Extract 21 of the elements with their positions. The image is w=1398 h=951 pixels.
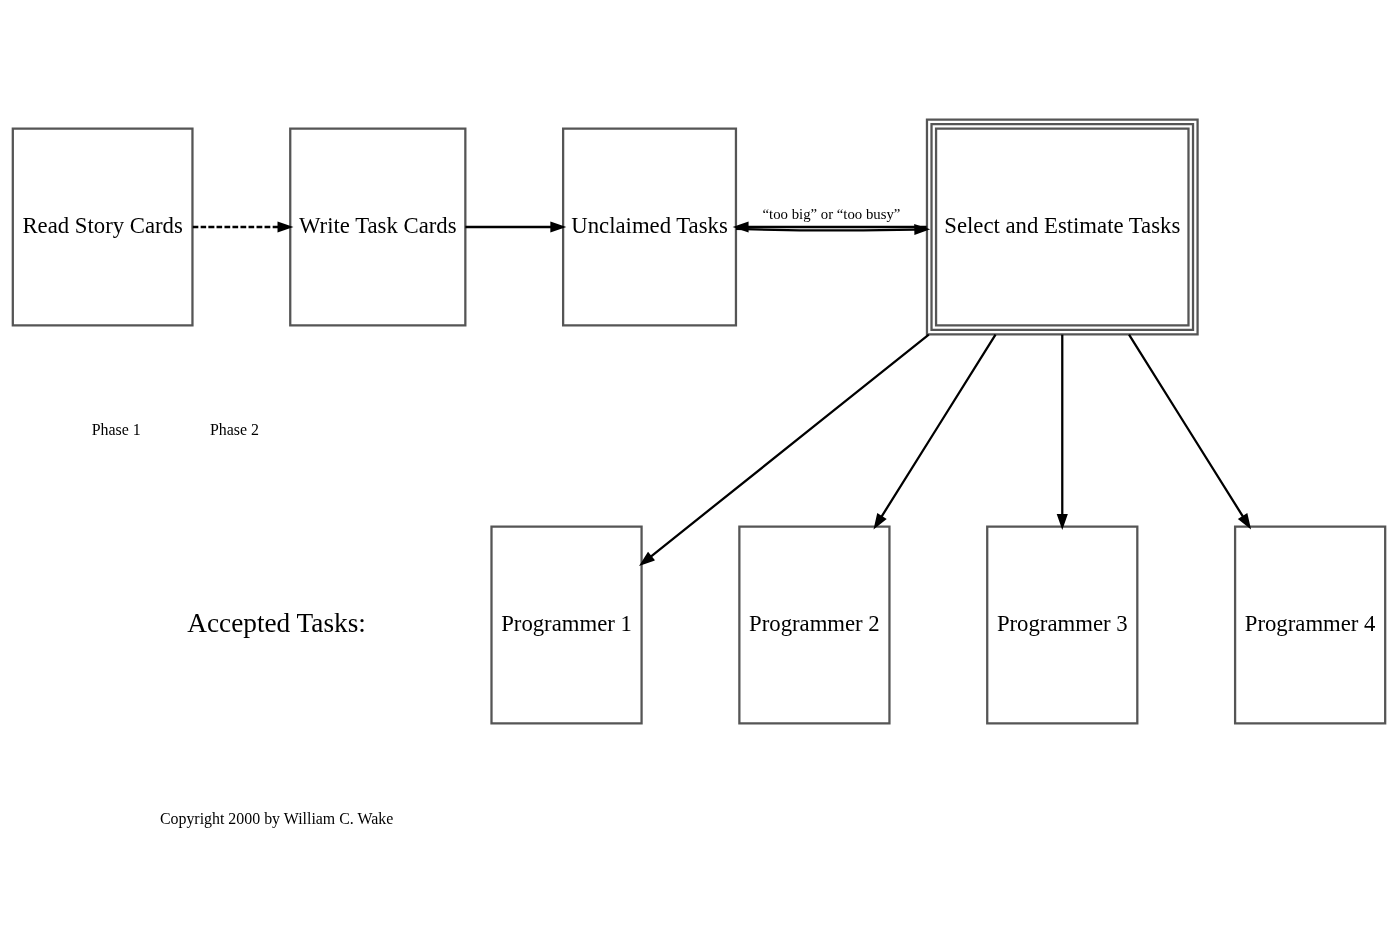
node-box: Read Story Cards	[11, 127, 194, 326]
arrow	[873, 333, 997, 529]
node-box: Programmer 1	[490, 524, 643, 724]
node-box: Programmer 2	[738, 524, 891, 724]
arrow	[735, 223, 931, 235]
label: Accepted Tasks:	[187, 607, 366, 638]
node-box: Programmer 4	[1233, 524, 1387, 724]
node-box: Unclaimed Tasks	[562, 127, 738, 326]
arrow	[1056, 334, 1068, 530]
arrow	[192, 220, 294, 233]
arrow	[1128, 333, 1252, 529]
label: Phase 1	[91, 420, 141, 438]
arrow	[465, 220, 567, 233]
node-box: Write Task Cards	[289, 127, 467, 326]
label: Phase 2	[210, 420, 260, 438]
node-box: Select and Estimate Tasks	[925, 117, 1199, 336]
arrow	[639, 333, 930, 566]
arrow	[732, 220, 927, 233]
node-box: Programmer 3	[986, 524, 1139, 724]
label: Copyright 2000 by William C. Wake	[159, 809, 394, 827]
edge-label: “too big” or “too busy”	[762, 205, 901, 222]
